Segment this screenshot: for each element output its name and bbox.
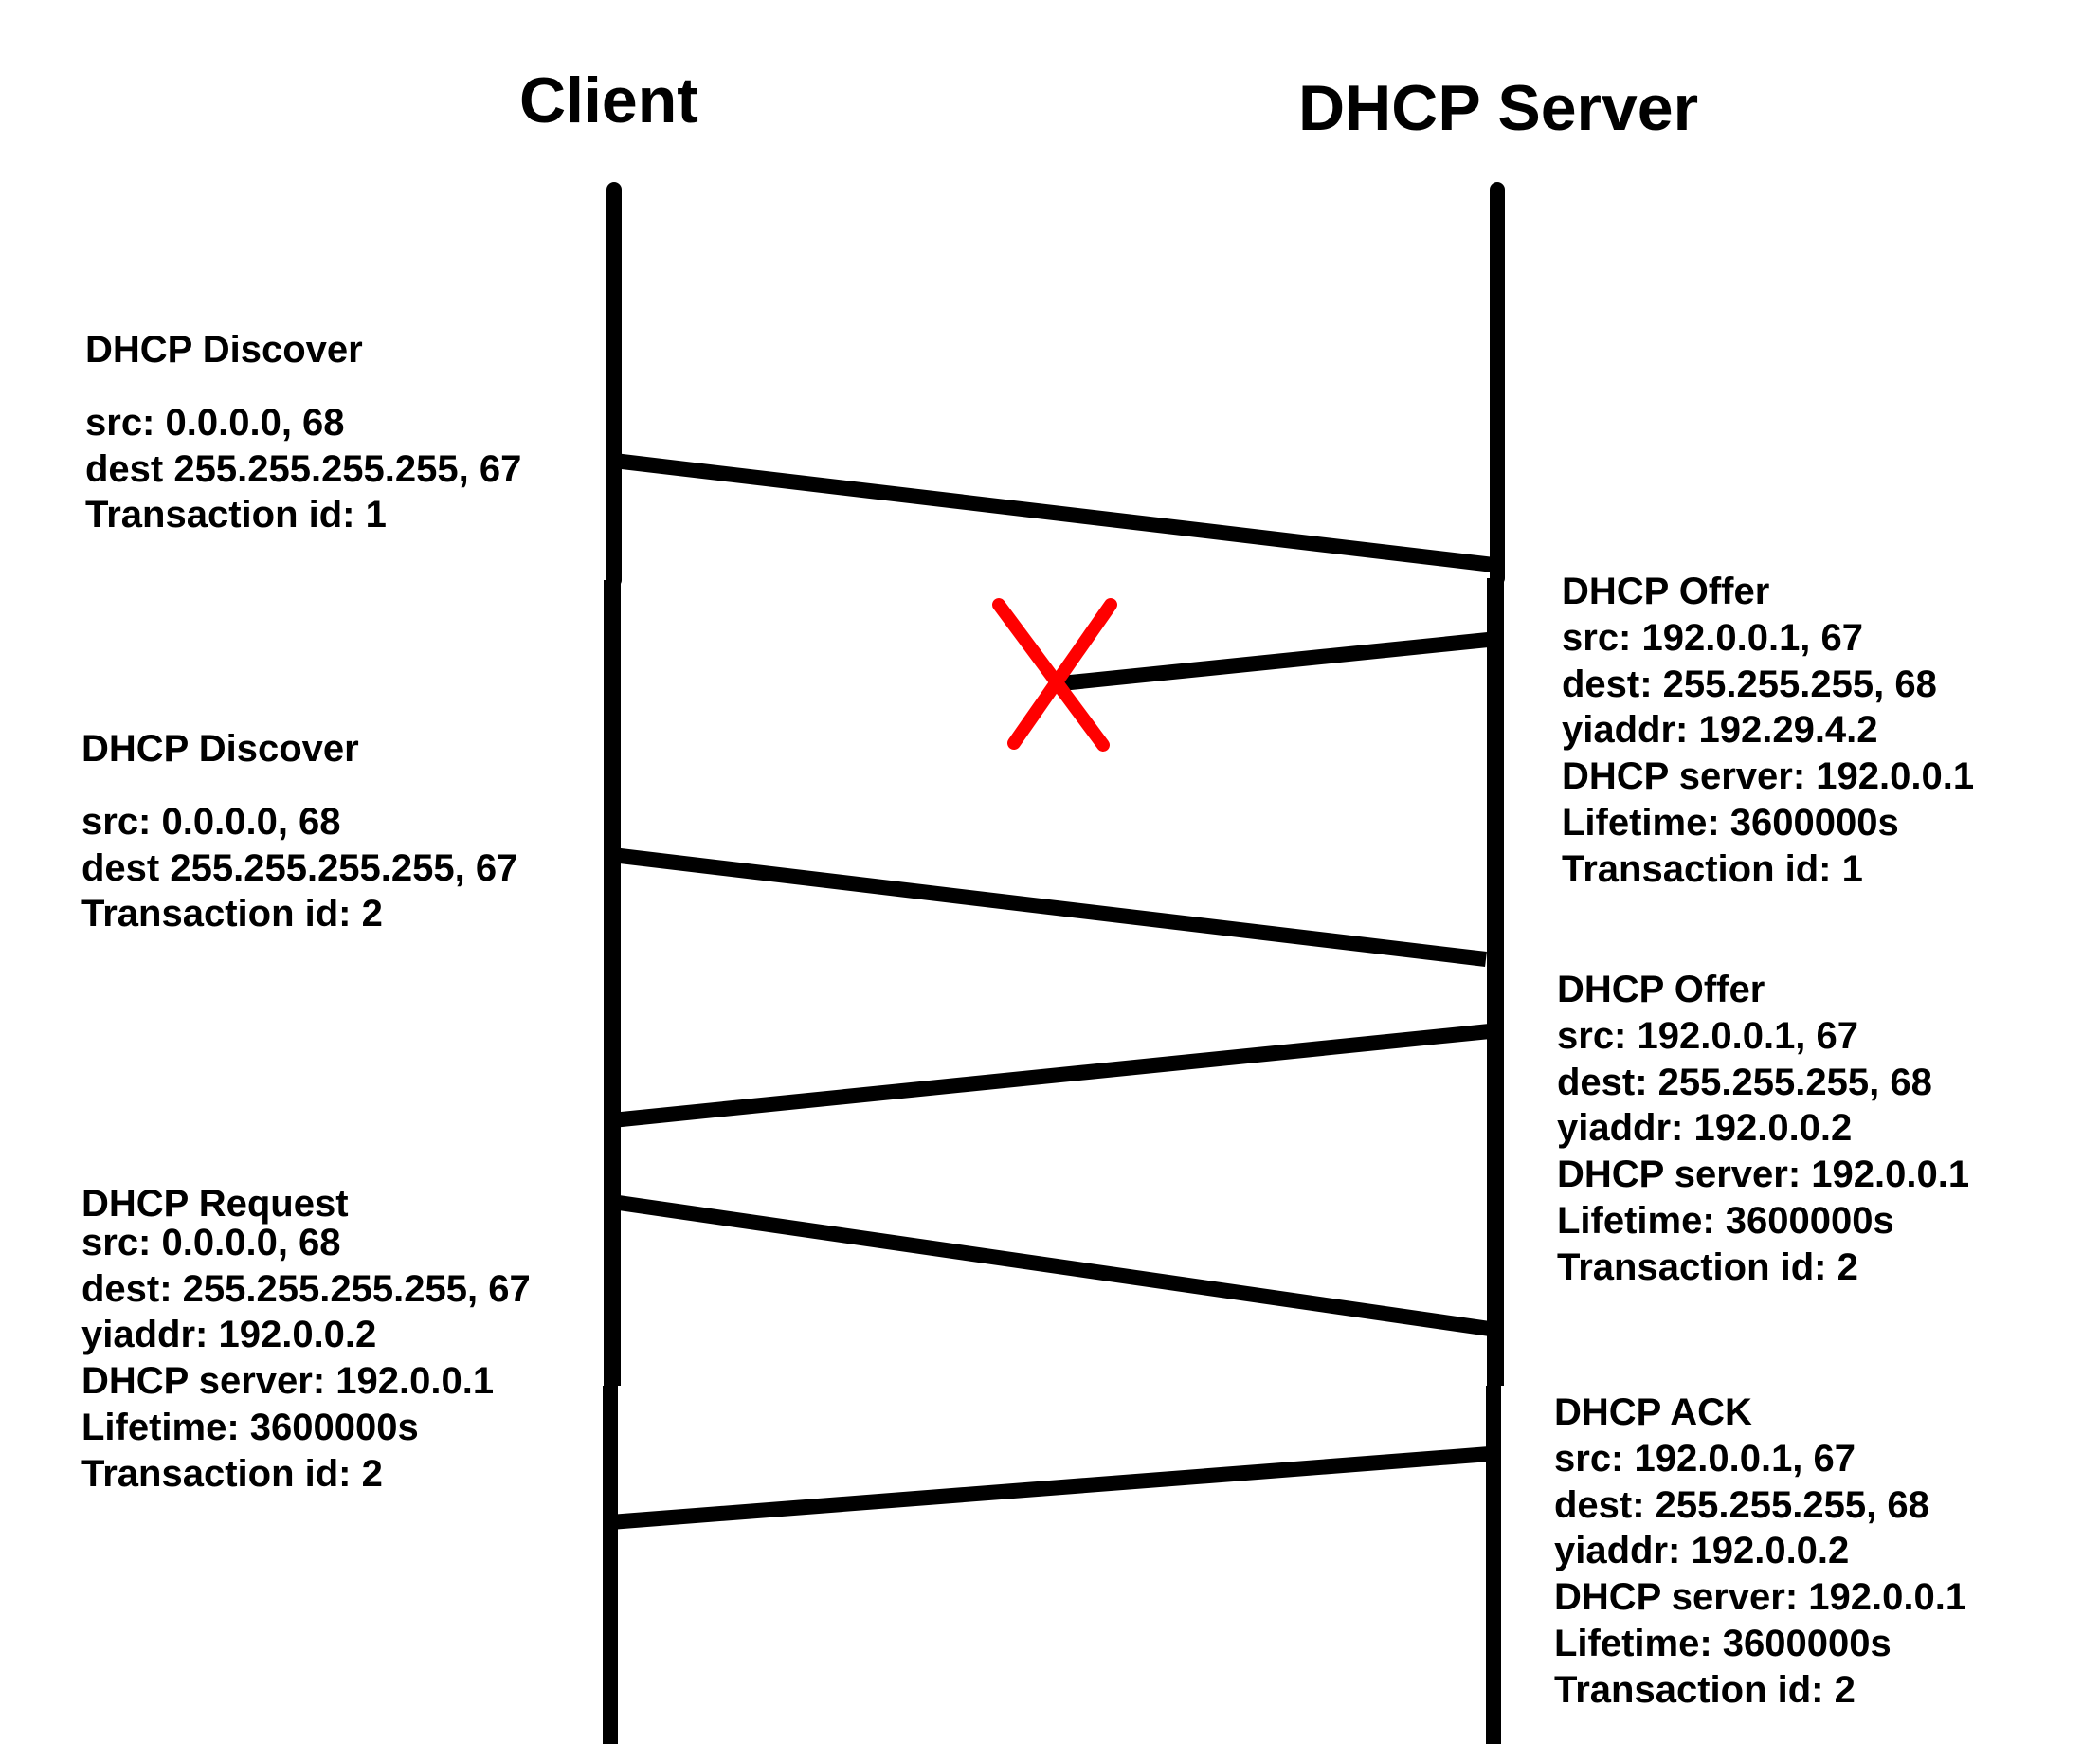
offer-2-transaction: Transaction id: 2 bbox=[1557, 1245, 1858, 1288]
arrow-request bbox=[610, 1194, 1492, 1336]
request-transaction: Transaction id: 2 bbox=[81, 1452, 383, 1495]
offer-2-lifetime: Lifetime: 3600000s bbox=[1557, 1199, 1894, 1242]
offer-2-label: DHCP Offer src: 192.0.0.1, 67 dest: 255.… bbox=[1557, 967, 1969, 1291]
offer-1-lifetime: Lifetime: 3600000s bbox=[1562, 801, 1899, 844]
discover-2-src: src: 0.0.0.0, 68 bbox=[81, 800, 341, 843]
ack-dest: dest: 255.255.255, 68 bbox=[1554, 1483, 1929, 1526]
request-server: DHCP server: 192.0.0.1 bbox=[81, 1360, 495, 1403]
offer-1-server: DHCP server: 192.0.0.1 bbox=[1562, 755, 1975, 798]
arrow-offer-1-lost bbox=[1051, 631, 1498, 692]
discover-2-name: DHCP Discover bbox=[81, 728, 359, 770]
discover-1-label: DHCP Discover src: 0.0.0.0, 68 dest 255.… bbox=[85, 327, 521, 538]
ack-lifetime: Lifetime: 3600000s bbox=[1554, 1622, 1892, 1664]
ack-transaction: Transaction id: 2 bbox=[1554, 1668, 1856, 1711]
offer-1-name: DHCP Offer bbox=[1562, 571, 1770, 612]
offer-1-transaction: Transaction id: 1 bbox=[1562, 847, 1863, 890]
discover-1-src: src: 0.0.0.0, 68 bbox=[85, 401, 345, 444]
ack-server: DHCP server: 192.0.0.1 bbox=[1554, 1576, 1967, 1619]
arrow-discover-2 bbox=[611, 847, 1487, 967]
request-dest: dest: 255.255.255.255, 67 bbox=[81, 1267, 531, 1310]
request-src: src: 0.0.0.0, 68 bbox=[81, 1221, 341, 1263]
offer-2-dest: dest: 255.255.255, 68 bbox=[1557, 1061, 1932, 1103]
discover-2-dest: dest 255.255.255.255, 67 bbox=[81, 846, 518, 889]
offer-1-dest: dest: 255.255.255, 68 bbox=[1562, 663, 1937, 705]
offer-1-src: src: 192.0.0.1, 67 bbox=[1562, 616, 1864, 659]
request-name: DHCP Request bbox=[81, 1183, 349, 1225]
ack-yiaddr: yiaddr: 192.0.0.2 bbox=[1554, 1530, 1850, 1572]
offer-1-label: DHCP Offer src: 192.0.0.1, 67 dest: 255.… bbox=[1562, 569, 1974, 893]
client-title: Client bbox=[519, 64, 698, 136]
discover-1-transaction: Transaction id: 1 bbox=[85, 494, 387, 536]
request-label: DHCP Request src: 0.0.0.0, 68 dest: 255.… bbox=[81, 1181, 531, 1498]
ack-label: DHCP ACK src: 192.0.0.1, 67 dest: 255.25… bbox=[1554, 1390, 1966, 1714]
ack-name: DHCP ACK bbox=[1554, 1391, 1752, 1433]
discover-1-dest: dest 255.255.255.255, 67 bbox=[85, 447, 522, 490]
server-title: DHCP Server bbox=[1298, 72, 1699, 144]
offer-2-name: DHCP Offer bbox=[1557, 969, 1765, 1010]
offer-2-src: src: 192.0.0.1, 67 bbox=[1557, 1014, 1859, 1057]
request-lifetime: Lifetime: 3600000s bbox=[81, 1406, 419, 1448]
discover-2-label: DHCP Discover src: 0.0.0.0, 68 dest 255.… bbox=[81, 726, 517, 937]
offer-1-yiaddr: yiaddr: 192.29.4.2 bbox=[1562, 709, 1878, 752]
offer-2-yiaddr: yiaddr: 192.0.0.2 bbox=[1557, 1107, 1853, 1150]
arrow-offer-2 bbox=[611, 1024, 1491, 1128]
offer-2-server: DHCP server: 192.0.0.1 bbox=[1557, 1154, 1970, 1196]
arrow-discover-1 bbox=[613, 453, 1494, 572]
lost-packet-x-icon bbox=[992, 598, 1117, 752]
request-yiaddr: yiaddr: 192.0.0.2 bbox=[81, 1314, 377, 1356]
arrow-ack bbox=[609, 1446, 1491, 1530]
discover-2-transaction: Transaction id: 2 bbox=[81, 893, 383, 936]
ack-src: src: 192.0.0.1, 67 bbox=[1554, 1437, 1856, 1480]
discover-1-name: DHCP Discover bbox=[85, 329, 363, 371]
